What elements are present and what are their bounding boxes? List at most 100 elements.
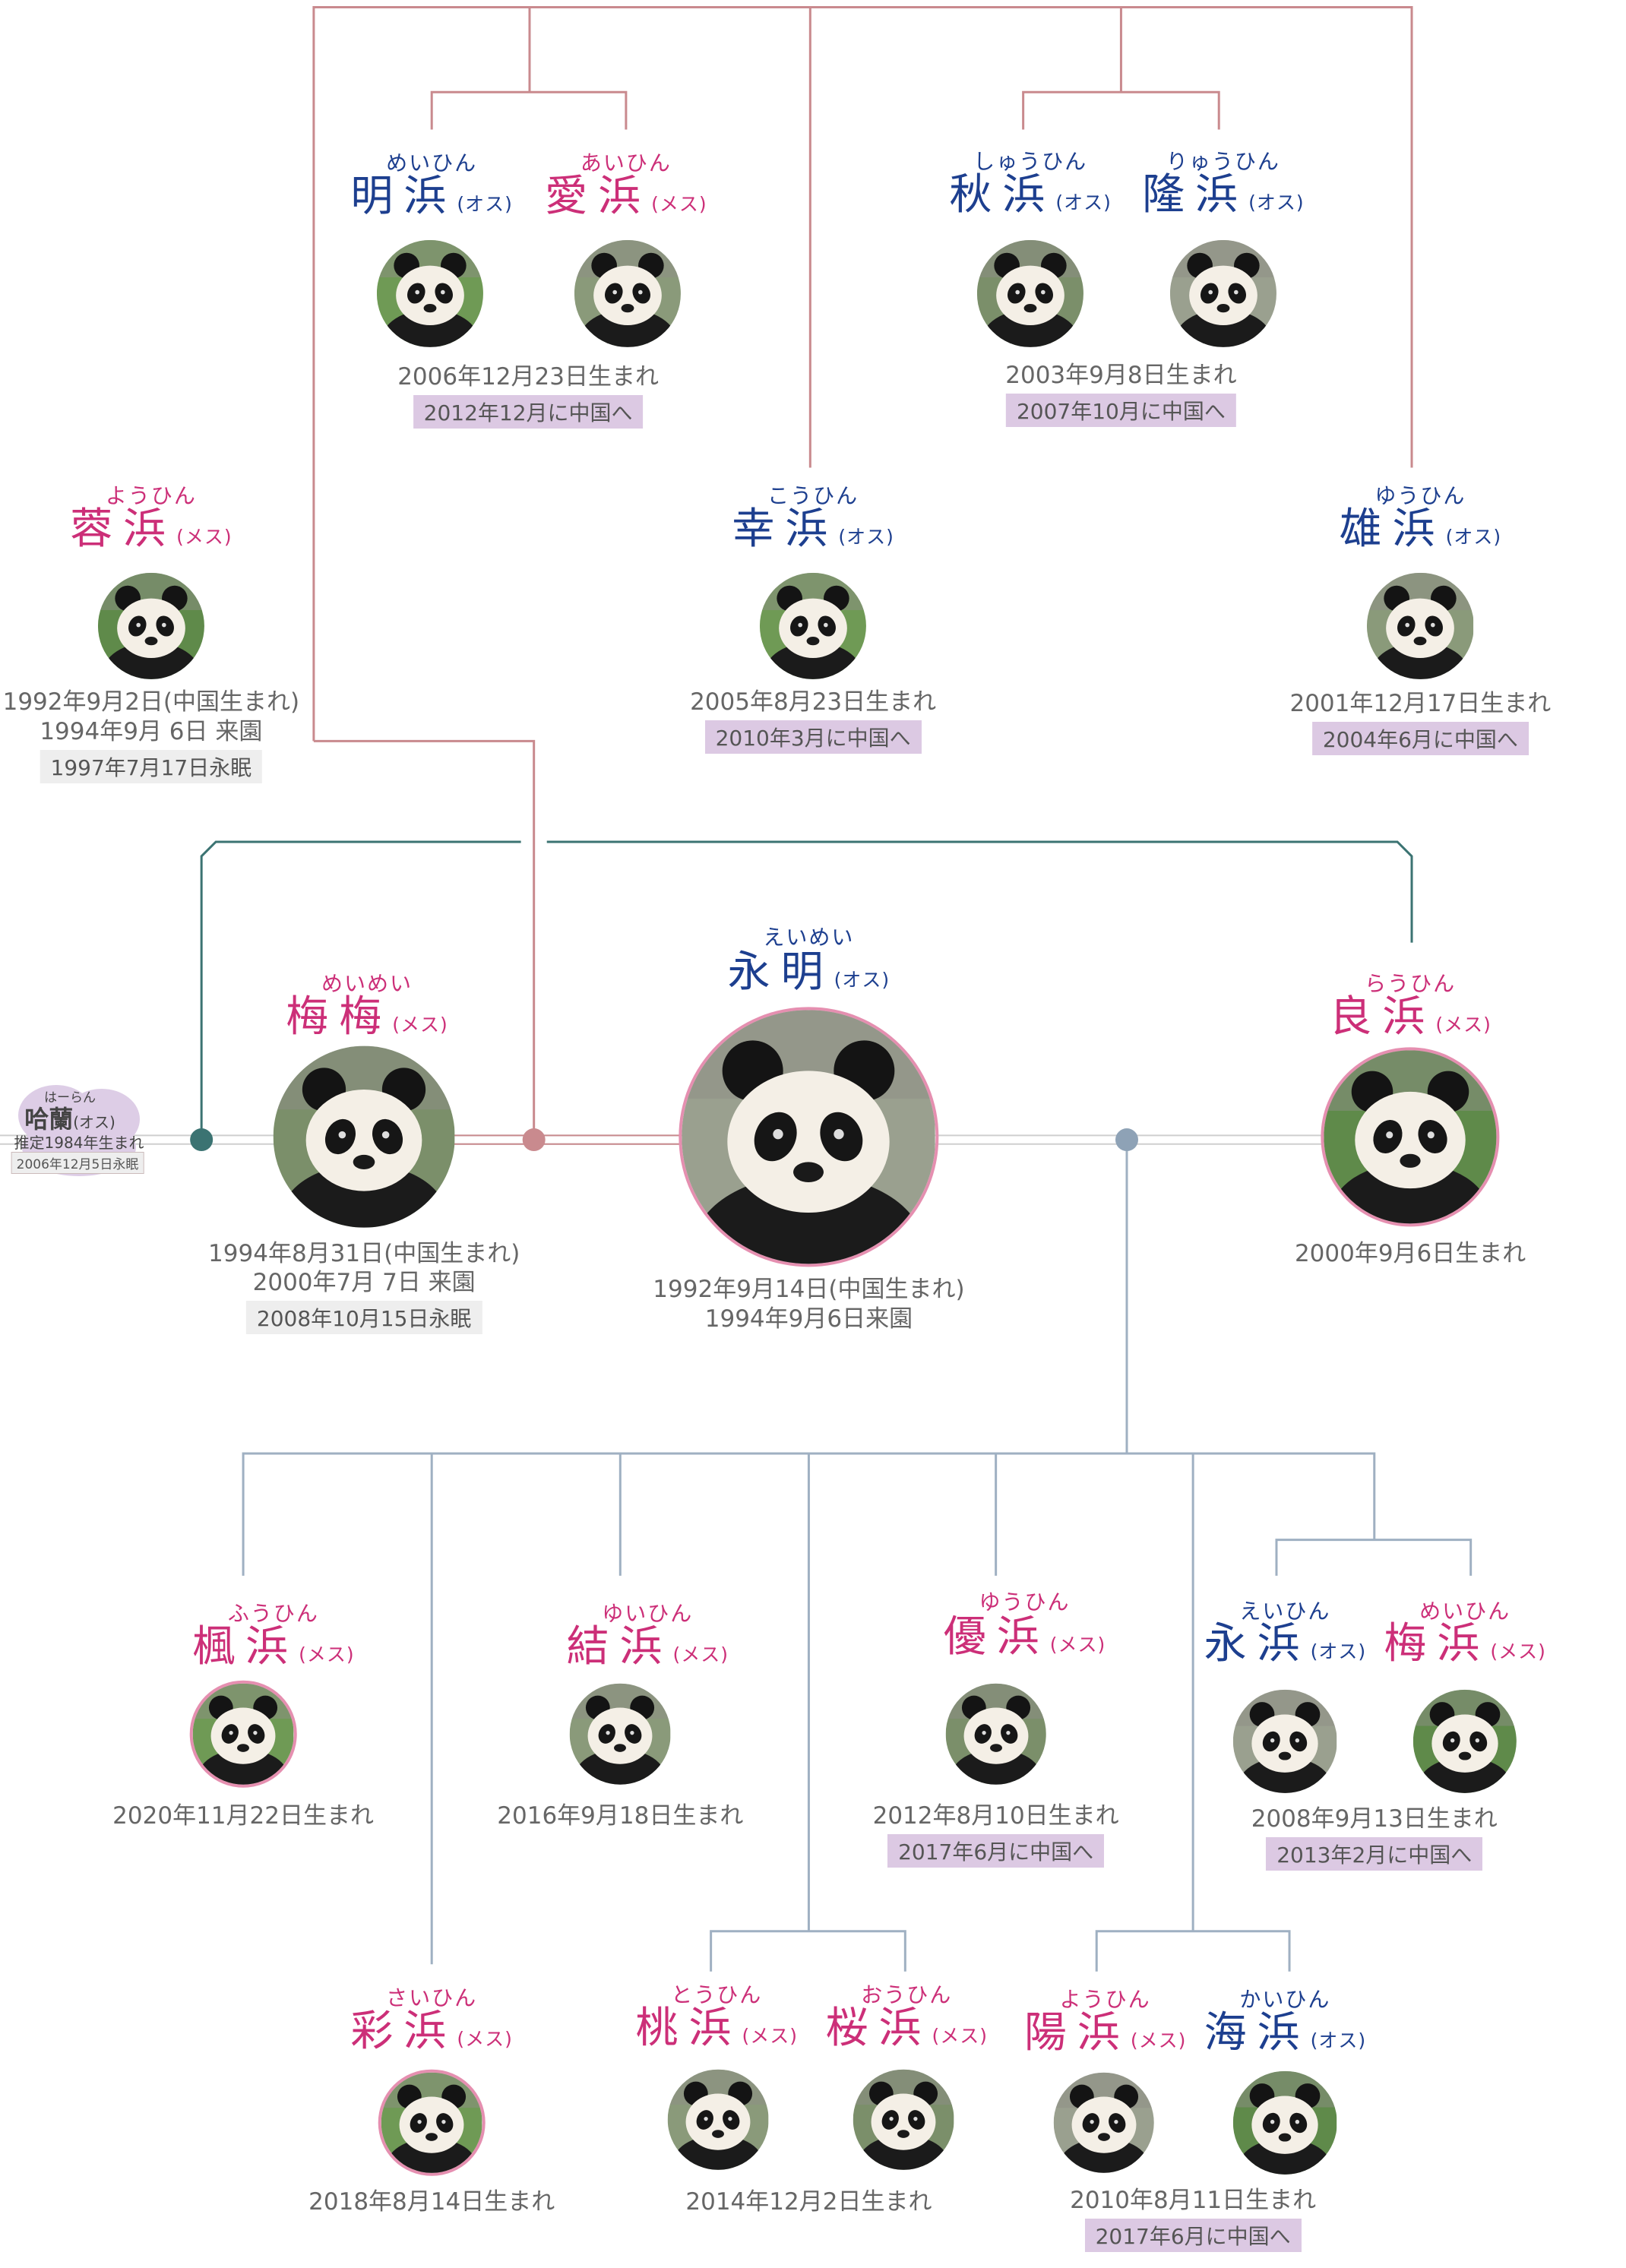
animal-furigana: さいひん [386, 1985, 478, 2011]
panda-photo-youhin1 [97, 572, 204, 679]
caption-date: 2012年8月10日生まれ [872, 1802, 1119, 1830]
animal-furigana: めいめい [321, 970, 413, 996]
connector-line [1022, 90, 1220, 130]
animal-sex: (オス) [834, 968, 891, 991]
panda-photo-meihin1 [377, 240, 484, 347]
caption-date: 2016年9月18日生まれ [497, 1802, 744, 1830]
animal-name-ouhin: 桜浜(メス) [825, 2007, 988, 2050]
animal-name-saihin: 彩浜(メス) [350, 2010, 513, 2053]
animal-name-kouhin: 幸浜(オス) [732, 508, 894, 551]
caption: 2020年11月22日生まれ [112, 1801, 374, 1831]
panda-photo-kouhin [760, 572, 867, 679]
caption: 2016年9月18日生まれ [497, 1801, 743, 1831]
animal-name-rauhin: 良浜(メス) [1329, 995, 1492, 1039]
animal-sex: (メス) [1049, 1633, 1106, 1656]
haran-badge: 2006年12月5日永眠 [11, 1152, 144, 1174]
connector-line [312, 5, 1413, 742]
animal-sex: (オス) [1248, 191, 1305, 214]
animal-name: 優浜 [943, 1612, 1050, 1662]
connector-line [1275, 1539, 1473, 1576]
animal-name: 雄浜 [1339, 504, 1446, 554]
animal-furigana: おうひん [861, 1982, 953, 2008]
animal-furigana: あいひん [580, 150, 672, 176]
animal-name: 蓉浜 [70, 504, 177, 554]
animal-name: 楓浜 [192, 1622, 299, 1672]
panda-photo-touhin [667, 2069, 769, 2171]
animal-name: 梅梅 [286, 992, 393, 1042]
panda-face-icon [977, 240, 1084, 347]
animal-sex: (メス) [672, 1643, 729, 1666]
caption-date: 1994年9月 6日 来園 [40, 718, 263, 746]
animal-name: 明浜 [350, 172, 457, 222]
caption-date: 1994年9月6日来園 [704, 1305, 913, 1333]
panda-photo-ouhin [853, 2069, 954, 2171]
panda-face-icon [377, 240, 484, 347]
animal-name: 良浜 [1329, 992, 1436, 1042]
animal-furigana: ゆいひん [602, 1601, 694, 1627]
panda-face-icon [570, 1683, 671, 1785]
connector-line [546, 840, 1413, 943]
status-badge: 2007年10月に中国へ [1005, 394, 1236, 428]
animal-sex: (メス) [1435, 1013, 1492, 1036]
animal-sex: (メス) [176, 525, 233, 548]
panda-face-icon [1233, 2070, 1337, 2175]
animal-sex: (オス) [1055, 191, 1112, 214]
caption-date: 2020年11月22日生まれ [112, 1802, 374, 1830]
animal-name-touhin: 桃浜(メス) [635, 2007, 798, 2050]
panda-photo-yuihin [570, 1683, 671, 1785]
panda-face-icon [760, 572, 867, 679]
panda-face-icon [945, 1683, 1046, 1785]
panda-face-icon [667, 2069, 769, 2171]
animal-name: 陽浜 [1023, 2007, 1131, 2058]
animal-name: 結浜 [566, 1622, 673, 1672]
caption-date: 1992年9月14日(中国生まれ) [653, 1276, 965, 1304]
caption: 2001年12月17日生まれ 2004年6月に中国へ [1289, 689, 1551, 755]
animal-sex: (メス) [1490, 1640, 1546, 1663]
connector-line [430, 90, 628, 130]
animal-sex: (メス) [457, 2027, 513, 2050]
animal-name-eimei: 永明(オス) [728, 951, 891, 994]
status-badge: 2004年6月に中国へ [1311, 721, 1529, 755]
animal-sex: (メス) [299, 1643, 355, 1666]
animal-name: 秋浜 [949, 170, 1056, 220]
haran-node: はーらん 哈蘭(オス) 推定1984年生まれ 2006年12月5日永眠 [11, 1085, 147, 1176]
haran-name: 哈蘭 [24, 1105, 74, 1134]
animal-furigana: ゆうひん [979, 1589, 1071, 1615]
caption-date: 2018年8月14日生まれ [308, 2187, 555, 2216]
animal-sex: (オス) [457, 193, 513, 216]
caption-date: 1992年9月2日(中国生まれ) [2, 688, 300, 716]
panda-photo-kaihin [1233, 2070, 1337, 2175]
animal-name-youhin2: 陽浜(メス) [1024, 2011, 1187, 2054]
status-badge: 2013年2月に中国へ [1266, 1836, 1483, 1871]
panda-photo-eihin [1233, 1689, 1337, 1793]
animal-furigana: こうひん [767, 482, 859, 508]
status-badge: 2012年12月に中国へ [413, 395, 644, 429]
haran-sex: (オス) [73, 1113, 115, 1131]
animal-name: 愛浜 [545, 172, 652, 222]
animal-name: 桃浜 [635, 2004, 742, 2054]
status-badge: 2010年3月に中国へ [704, 720, 922, 754]
panda-face-icon [1367, 572, 1474, 679]
panda-face-icon [1053, 2072, 1154, 2173]
panda-face-icon [1324, 1050, 1497, 1223]
animal-sex: (オス) [1310, 1640, 1367, 1663]
panda-photo-meimei [273, 1045, 455, 1228]
caption-date: 2005年8月23日生まれ [690, 688, 937, 716]
caption-date: 2000年7月 7日 来園 [252, 1269, 476, 1297]
children-junction-dot [1115, 1128, 1139, 1152]
animal-name: 幸浜 [732, 504, 839, 554]
animal-sex: (オス) [1445, 525, 1502, 548]
animal-furigana: ふうひん [227, 1601, 319, 1627]
status-badge: 2017年6月に中国へ [1084, 2218, 1302, 2252]
animal-sex: (メス) [1130, 2029, 1187, 2051]
caption-date: 2001年12月17日生まれ [1289, 690, 1552, 718]
caption: 2018年8月14日生まれ [308, 2187, 555, 2217]
animal-name-fuhin: 楓浜(メス) [192, 1626, 355, 1669]
animal-sex: (オス) [838, 525, 894, 548]
